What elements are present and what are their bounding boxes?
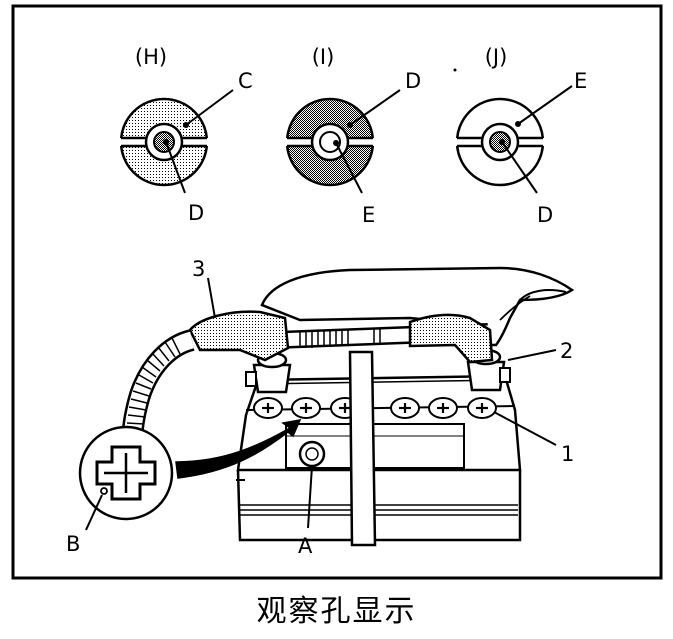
pointer-arrow bbox=[175, 419, 302, 479]
callout-2: 2 bbox=[560, 339, 573, 363]
battery-indicator-diagram: (H) C D (I) D E bbox=[11, 4, 663, 580]
indicator-j-inner-label: D bbox=[537, 203, 553, 227]
battery-illustration bbox=[121, 266, 575, 547]
indicator-h-inner-label: D bbox=[188, 201, 204, 225]
indicator-i-inner-label: E bbox=[362, 203, 375, 227]
callout-a: A bbox=[298, 534, 313, 558]
indicator-h-outer-label: C bbox=[238, 69, 253, 93]
indicator-i-case-label: (I) bbox=[312, 45, 335, 69]
magnified-vent-cap bbox=[78, 425, 174, 521]
figure-border bbox=[11, 4, 663, 580]
callout-1: 1 bbox=[561, 442, 574, 466]
figure-caption: 观察孔显示 bbox=[256, 594, 417, 629]
indicator-j-outer-label: E bbox=[574, 69, 587, 93]
indicator-h-disc bbox=[119, 97, 209, 187]
callout-b: B bbox=[66, 532, 80, 556]
indicator-i-outer-label: D bbox=[405, 69, 421, 93]
terminal-left bbox=[245, 351, 292, 394]
indicator-i-disc bbox=[285, 97, 375, 187]
indicator-h: (H) C D bbox=[119, 45, 253, 225]
indicator-j: (J) E D bbox=[455, 45, 587, 227]
indicator-h-case-label: (H) bbox=[135, 45, 167, 69]
indicator-i: (I) D E bbox=[285, 45, 421, 227]
indicator-j-case-label: (J) bbox=[485, 45, 508, 69]
callout-3: 3 bbox=[192, 257, 205, 281]
